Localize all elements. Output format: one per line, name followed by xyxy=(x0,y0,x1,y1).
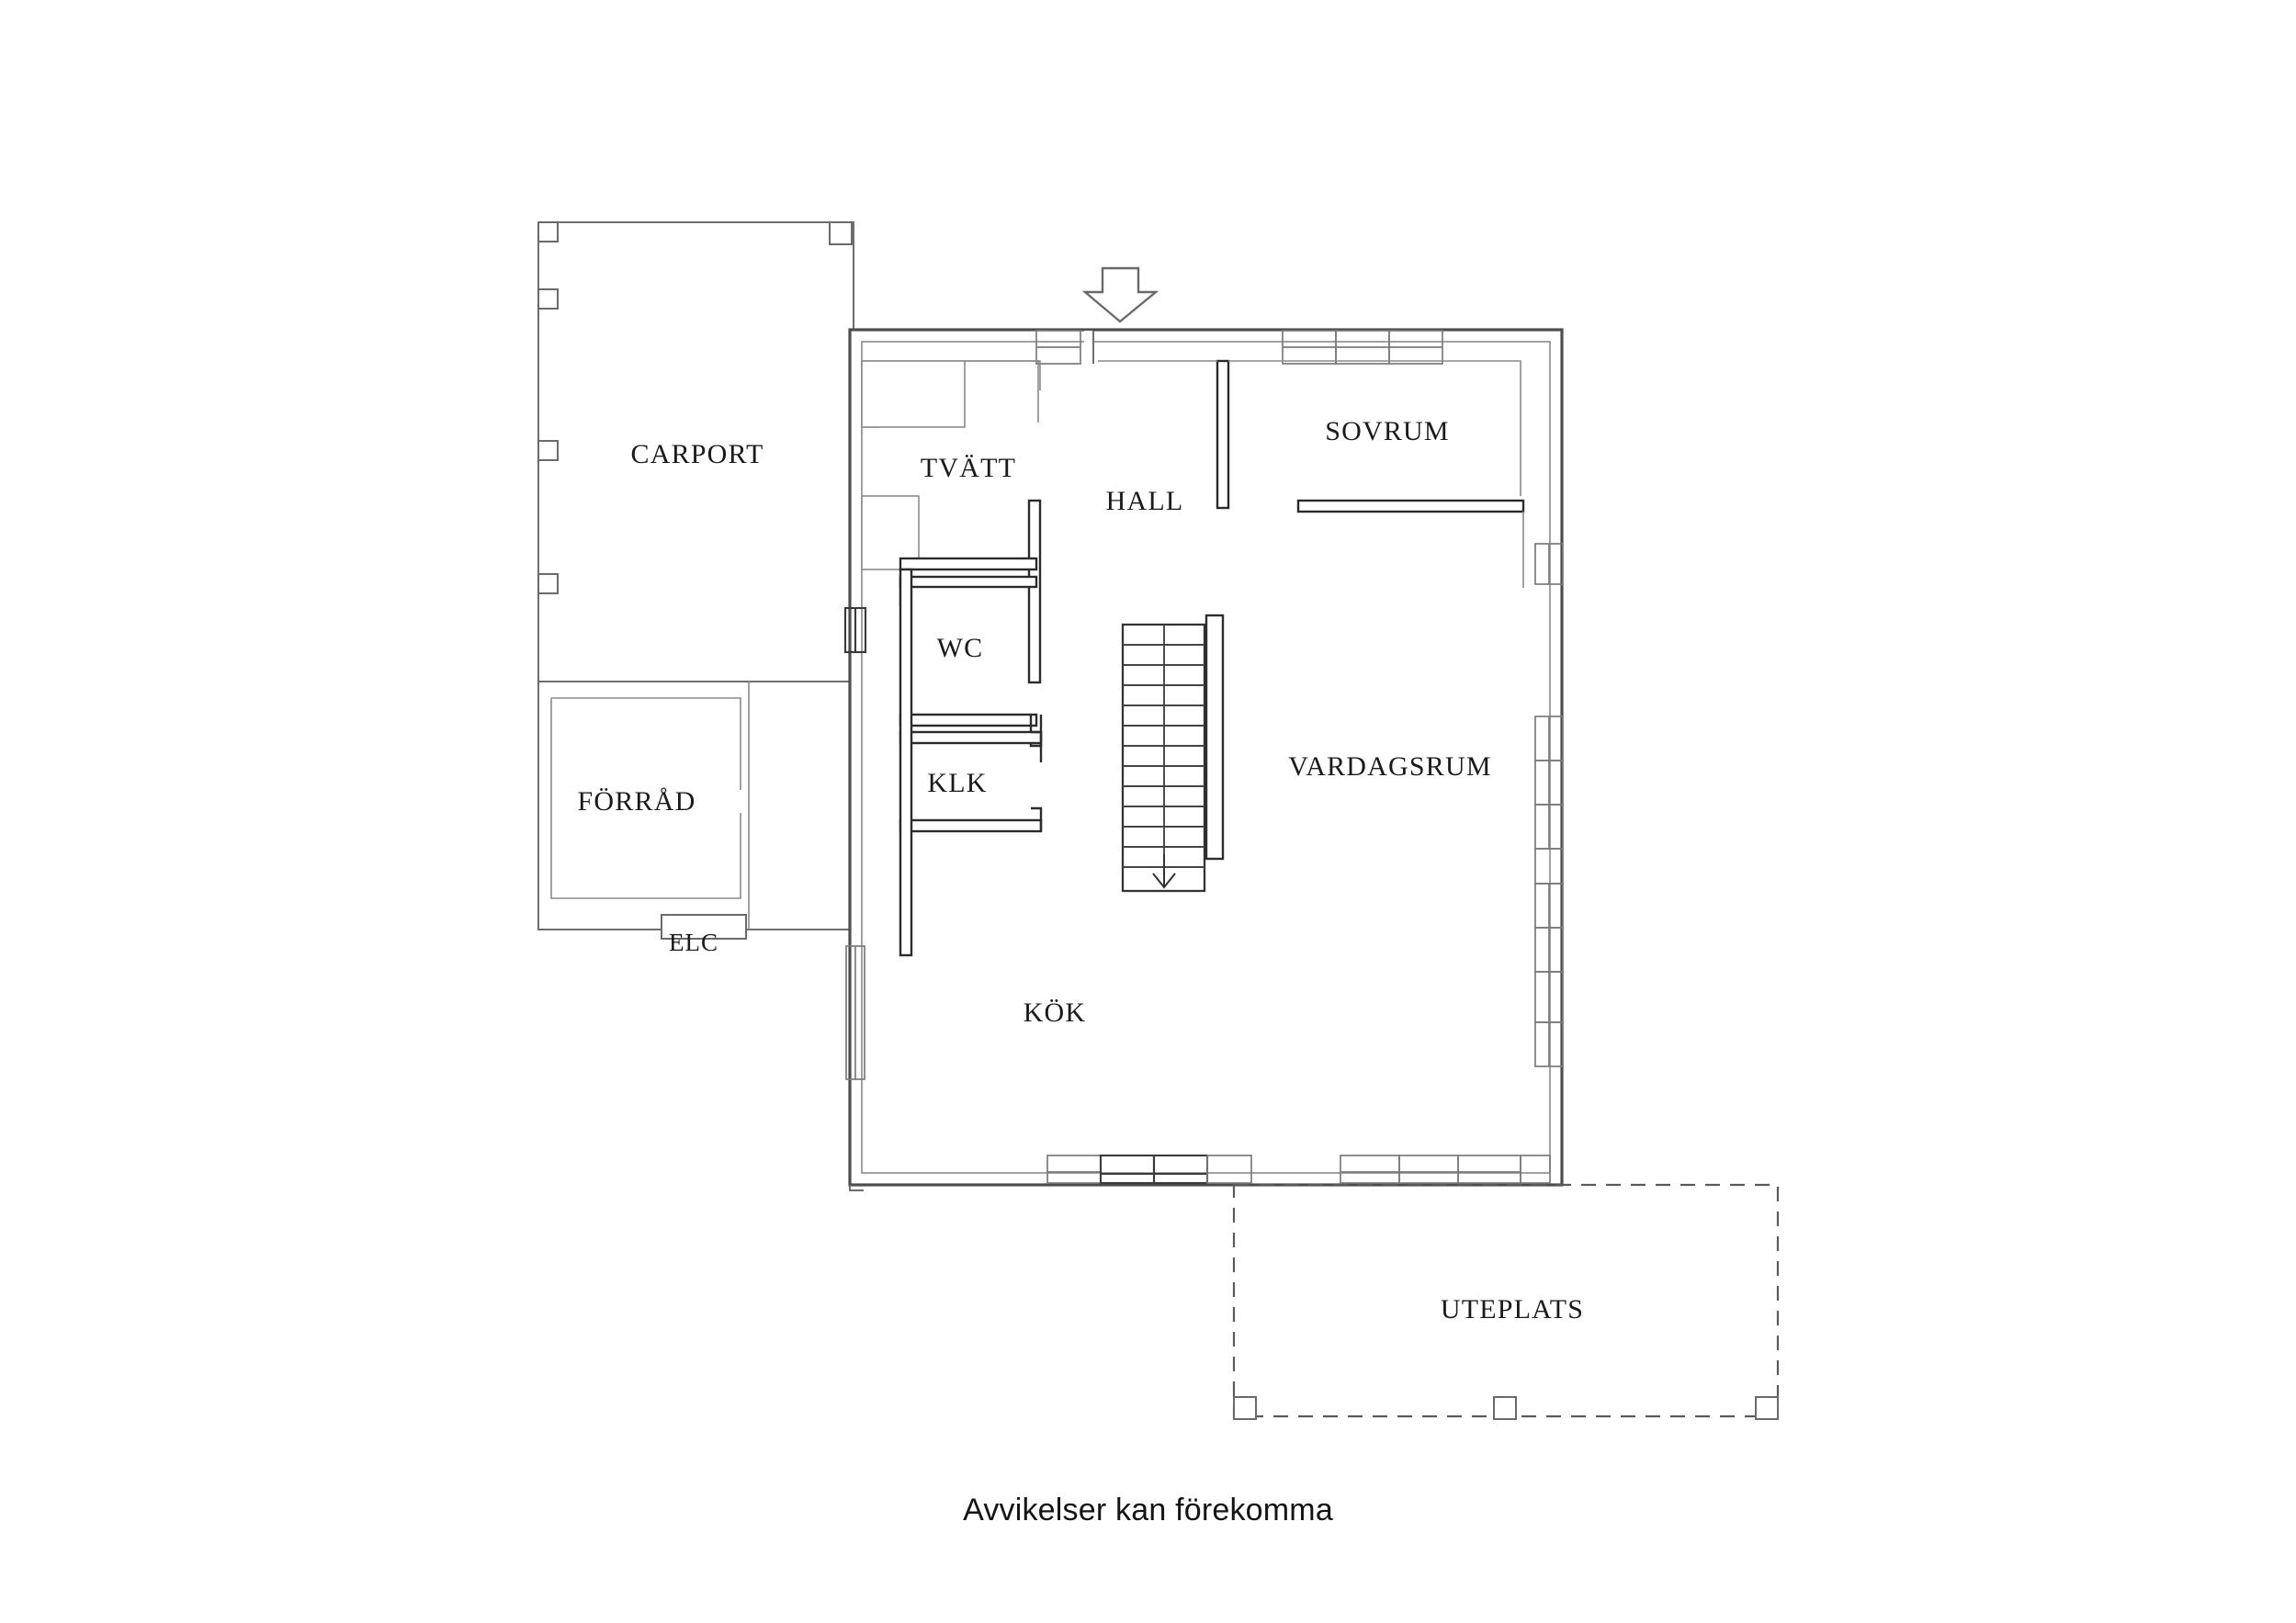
disclaimer-caption: Avvikelser kan förekomma xyxy=(963,1493,1333,1527)
carport-post-icon xyxy=(537,573,559,594)
tvatt-hall-divider xyxy=(1027,499,1042,684)
tvatt-top-left-niche xyxy=(861,360,966,428)
klk-right-jamb-upper xyxy=(1031,730,1043,762)
room-label-wc: WC xyxy=(937,633,984,663)
stair-railing xyxy=(1205,614,1225,861)
sovrum-bottom-wall xyxy=(1296,499,1525,513)
staircase xyxy=(1121,614,1225,893)
right-wall-windows xyxy=(1534,543,1564,1067)
wc-klk-divider xyxy=(899,713,1038,727)
bottom-wall-windows xyxy=(1046,1154,1551,1185)
carport-structure xyxy=(537,221,854,682)
uteplats-post-icon xyxy=(1755,1396,1779,1420)
sovrum-enclosure xyxy=(1228,360,1521,496)
interior-walls xyxy=(861,359,1525,957)
entrance-arrow-group xyxy=(1081,266,1159,323)
carport-post-icon xyxy=(537,440,559,461)
room-label-vardagsrum: VARDAGSRUM xyxy=(1288,751,1492,782)
uteplats-structure xyxy=(1232,1183,1780,1420)
klk-top-right-jamb xyxy=(1029,715,1043,748)
top-wall-openings xyxy=(1035,330,1443,365)
forrad-inner-wall xyxy=(550,697,741,899)
left-wall-openings xyxy=(843,606,867,1080)
room-label-forrad: FÖRRÅD xyxy=(578,786,696,817)
window-bottom-6 xyxy=(1520,1155,1551,1184)
room-label-klk: KLK xyxy=(927,768,987,798)
room-label-sovrum: SOVRUM xyxy=(1325,416,1450,446)
elc-cabinet xyxy=(661,914,747,940)
wc-top-wall xyxy=(899,575,1038,589)
tvatt-top-wall xyxy=(965,360,1039,423)
room-labels: CARPORT FÖRRÅD ELC TVÄTT HALL SOVRUM WC … xyxy=(578,416,1584,1324)
forrad-outer-outline xyxy=(537,681,854,930)
carport-outline xyxy=(537,221,854,682)
klk-right-jamb-lower xyxy=(1031,806,1043,831)
room-label-tvatt: TVÄTT xyxy=(921,453,1016,483)
room-label-kok: KÖK xyxy=(1024,997,1087,1028)
tvatt-bottom-wall xyxy=(899,557,1038,571)
hall-right-divider xyxy=(1216,359,1230,510)
carport-post-icon xyxy=(829,221,853,245)
tvatt-lower-niche xyxy=(861,495,920,570)
entrance-jamb xyxy=(1084,331,1093,364)
uteplats-post-icon xyxy=(1493,1396,1517,1420)
room-label-hall: HALL xyxy=(1106,486,1184,516)
klk-bottom-wall xyxy=(899,818,1043,833)
forrad-structure xyxy=(537,681,854,940)
window-bottom-2 xyxy=(1206,1155,1252,1184)
klk-left-wall xyxy=(899,568,913,957)
stair-arrow-head-icon xyxy=(1152,873,1176,889)
carport-post-icon xyxy=(537,221,559,242)
room-label-elc: ELC xyxy=(669,929,718,956)
room-label-carport: CARPORT xyxy=(631,439,764,469)
entrance-arrow-down-icon xyxy=(1081,266,1159,323)
main-wall-jog xyxy=(849,1185,864,1191)
carport-post-icon xyxy=(537,288,559,310)
klk-top-wall xyxy=(899,730,1043,745)
uteplats-post-icon xyxy=(1233,1396,1257,1420)
room-label-uteplats: UTEPLATS xyxy=(1441,1294,1584,1324)
